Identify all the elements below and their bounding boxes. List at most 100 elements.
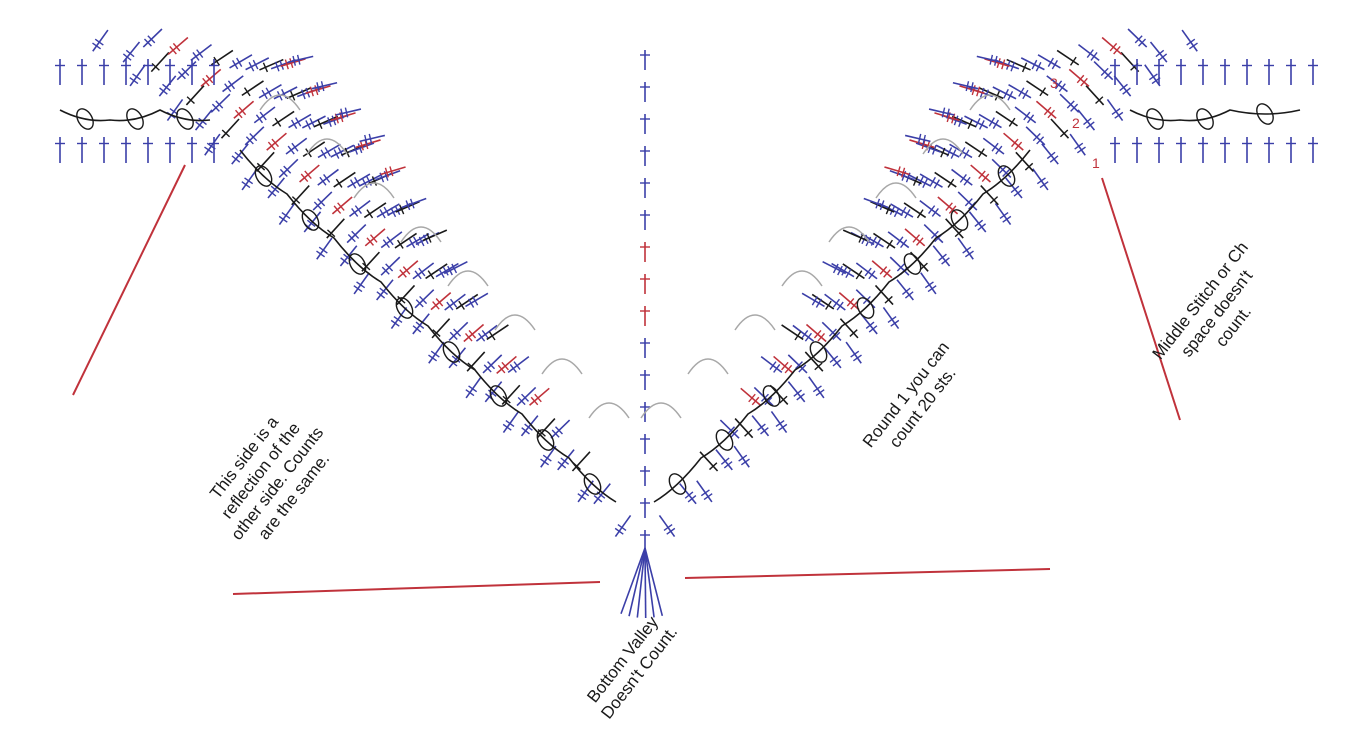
stitch-mark (874, 284, 894, 306)
chain-oval (176, 108, 194, 130)
stitch-mark (425, 263, 448, 280)
row-number-markers: 3 2 1 (1050, 75, 1100, 171)
stitch-mark (210, 49, 234, 66)
stitch-mark (920, 272, 937, 295)
chain-oval (254, 165, 273, 187)
stitch-bar (958, 117, 963, 127)
stitch-bar (379, 287, 389, 295)
stitch-bar (159, 87, 168, 95)
stitch-bar (204, 146, 214, 154)
stitch-bar (147, 35, 156, 44)
stitch-bar (614, 527, 624, 535)
stitch-bar (379, 209, 386, 219)
stitch-bar (517, 396, 526, 406)
stitch-mark (349, 199, 371, 218)
stitch-bar (245, 136, 254, 145)
stitch-mark (355, 139, 381, 149)
stitch-bar (832, 263, 839, 274)
stitch-mark (889, 256, 910, 276)
chain-oval (997, 165, 1016, 187)
stitch-bar (773, 364, 781, 373)
stitch-mark (376, 279, 394, 301)
stitch-bar (467, 298, 475, 308)
stitch-mark (200, 68, 222, 87)
stitch-mark (158, 75, 177, 97)
stitch-bar (1058, 83, 1066, 93)
stitch-bar (271, 138, 279, 148)
stitch-mark (266, 132, 287, 151)
stitch-mark (92, 29, 109, 52)
stitch-bar (1002, 168, 1011, 178)
stitch-bar (887, 316, 897, 323)
stitch-bar (904, 291, 914, 299)
stitch-bar (442, 266, 449, 276)
stitch-mark (241, 80, 264, 97)
stitch-mark (220, 118, 240, 139)
stitch-mark (821, 321, 842, 341)
stitch-bar (306, 219, 316, 228)
stitch-bar (896, 263, 905, 272)
stitch-mark (412, 262, 435, 280)
stitch-bar (408, 238, 416, 249)
stitch-bar (757, 423, 766, 431)
stitch-bar (451, 355, 461, 363)
stitch-bar (849, 329, 858, 337)
stitch-bar (931, 208, 939, 217)
stitch-bar (663, 524, 673, 531)
stitch-bar (884, 295, 893, 304)
stitch-mark (222, 75, 244, 93)
stitch-mark (414, 289, 435, 309)
stitch-mark (932, 245, 951, 267)
stitch-bar (1003, 88, 1009, 99)
stitch-bar (814, 362, 823, 371)
stitch-bar (202, 77, 210, 87)
stitch-mark (167, 36, 189, 56)
stitch-bar (917, 133, 922, 144)
chain-oval (950, 209, 969, 231)
stitch-mark (872, 232, 896, 249)
stitch-bar (354, 176, 361, 187)
fan-stitch (644, 547, 655, 618)
stitch-bar (858, 233, 864, 243)
stitch-bar (837, 265, 843, 276)
stitch-mark (863, 197, 889, 209)
stitch-bar (316, 82, 320, 93)
stitch-bar (796, 393, 805, 401)
stitch-bar (836, 301, 844, 311)
stitch-bar (617, 524, 627, 531)
stitch-bar (488, 331, 496, 341)
stitch-bar (1010, 61, 1016, 72)
stitch-bar (684, 491, 694, 499)
stitch-mark (831, 262, 855, 278)
stitch-bar (1035, 61, 1042, 72)
stitch-bar (215, 100, 224, 109)
stitch-bar (1134, 35, 1143, 44)
stitch-mark (838, 292, 860, 311)
stitch-bar (129, 77, 139, 85)
stitch-rows (55, 28, 1318, 619)
stitch-bar (94, 38, 104, 46)
stitch-bar (1100, 67, 1109, 76)
stitch-mark (909, 139, 935, 149)
stitch-bar (1002, 215, 1012, 223)
fan-stitch (620, 547, 646, 615)
stitch-mark (1149, 41, 1168, 63)
stitch-bar (349, 179, 357, 189)
stitch-mark (380, 256, 401, 276)
stitch-mark (719, 419, 740, 439)
stitch-mark (805, 323, 827, 343)
stitch-bar (1188, 42, 1198, 50)
stitch-bar (1114, 111, 1124, 119)
stitch-mark (278, 158, 299, 179)
stitch-bar (841, 266, 848, 276)
stitch-bar (1086, 49, 1094, 59)
chain-arc (239, 149, 617, 503)
chain-oval (301, 209, 320, 231)
stitch-mark (760, 355, 783, 374)
stitch-bar (1186, 38, 1196, 46)
stitch-bar (317, 119, 323, 130)
stitch-bar (812, 385, 822, 393)
stitch-bar (347, 234, 356, 243)
stitch-bar (323, 173, 331, 183)
stitch-bar (319, 176, 327, 186)
